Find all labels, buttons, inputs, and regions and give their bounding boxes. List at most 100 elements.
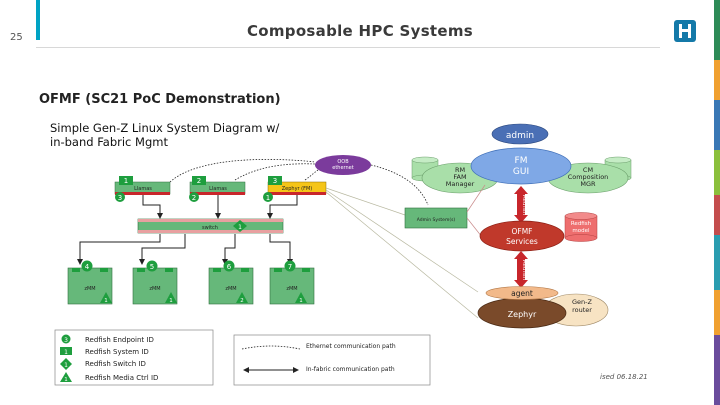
svg-text:1: 1 — [238, 224, 242, 231]
legend-endpoint-symbol: 3 — [61, 334, 71, 344]
system-id-marker: 1 — [119, 176, 133, 185]
title-accent-bar — [36, 0, 40, 40]
svg-text:Redfish: Redfish — [571, 221, 592, 227]
endpoint-id-marker: 7 — [284, 260, 296, 272]
oob-label: OOB — [337, 159, 349, 165]
fm-gui-label-2: GUI — [513, 167, 529, 177]
system-id-marker: 3 — [268, 176, 282, 185]
ofmf-label-1: OFMF — [511, 227, 532, 236]
oob-ethernet-node — [315, 155, 371, 175]
svg-text:7: 7 — [288, 263, 292, 271]
oob-link-admin — [370, 164, 429, 206]
genz-router-label-2: router — [572, 306, 592, 314]
svg-text:Llamas: Llamas — [209, 186, 227, 192]
svg-text:switch: switch — [202, 225, 218, 231]
admin-label: admin — [506, 131, 534, 141]
slide-number: 25 — [10, 32, 23, 43]
media-ctrl-marker: 1 — [165, 292, 177, 304]
svg-text:1: 1 — [169, 298, 173, 304]
cm-label-3: MGR — [580, 180, 596, 188]
switch-id-marker: 1 — [233, 220, 247, 232]
endpoint-id-marker: 2 — [189, 192, 199, 202]
redfish-arrow-top: Redfish — [514, 186, 528, 223]
slide-title: Composable HPC Systems — [246, 22, 474, 40]
zephyr-label: Zephyr — [508, 310, 537, 319]
fm-gui-label-1: FM — [515, 156, 528, 166]
gen-z-switch: switch — [137, 218, 284, 234]
legend-endpoint-label: Redfish Endpoint ID — [85, 336, 154, 344]
fabric-link — [139, 234, 186, 265]
agent-node — [485, 286, 559, 300]
media-ctrl-marker: 1 — [100, 292, 112, 304]
title-divider — [36, 47, 660, 48]
svg-text:3: 3 — [64, 337, 68, 344]
legend-box — [54, 329, 214, 386]
agent-label: agent — [511, 289, 533, 298]
svg-text:Redfish: Redfish — [521, 195, 527, 216]
svg-text:zMM: zMM — [149, 286, 160, 292]
svg-text:zMM: zMM — [286, 286, 297, 292]
fabric-link — [142, 195, 163, 219]
media-ctrl-marker: 1 — [295, 292, 307, 304]
svg-text:Redfish: Redfish — [521, 260, 527, 281]
svg-text:2: 2 — [192, 194, 196, 202]
svg-text:zMM: zMM — [84, 286, 95, 292]
svg-text:model: model — [572, 228, 590, 234]
ethernet-path-label: Ethernet communication path — [306, 343, 396, 350]
cm-label-2: Composition — [568, 173, 609, 181]
diagram-title: Simple Gen-Z Linux System Diagram w/ in-… — [50, 121, 280, 149]
svg-text:4: 4 — [85, 263, 90, 271]
redfish-model-cylinder: Redfish model — [564, 212, 598, 242]
svg-text:1: 1 — [64, 377, 68, 383]
endpoint-id-marker: 3 — [115, 192, 125, 202]
cm-label-1: CM — [583, 166, 593, 174]
zmm-module: zMM — [208, 267, 254, 305]
oob-link-llamas-2 — [234, 163, 316, 181]
svg-text:2: 2 — [240, 298, 244, 304]
svg-text:2: 2 — [197, 177, 201, 185]
svg-text:5: 5 — [150, 263, 154, 271]
admin-node — [491, 123, 549, 145]
oob-link-zephyr — [304, 169, 319, 181]
svg-text:1: 1 — [266, 194, 270, 202]
legend-system-label: Redfish System ID — [85, 348, 149, 356]
ofmf-services-node — [479, 220, 565, 252]
svg-text:Zephyr (FM): Zephyr (FM) — [282, 186, 313, 192]
connector-line — [325, 191, 479, 319]
decorative-color-stripe — [714, 0, 720, 405]
connector-line — [325, 189, 479, 293]
svg-text:6: 6 — [227, 263, 232, 271]
zmm-module: zMM — [269, 267, 315, 305]
svg-text:1: 1 — [64, 349, 68, 356]
legend-media-ctrl-symbol: 1 — [60, 372, 72, 383]
svg-text:1: 1 — [299, 298, 303, 304]
connector-line — [466, 217, 483, 238]
svg-text:3: 3 — [118, 194, 122, 202]
admin-system-label: Admin System(s) — [417, 217, 456, 223]
section-heading: OFMF (SC21 PoC Demonstration) — [39, 92, 281, 107]
endpoint-id-marker: 4 — [81, 260, 93, 272]
path-legend-box — [233, 334, 431, 386]
svg-text:3: 3 — [273, 177, 277, 185]
redfish-arrow-bottom: Redfish — [514, 251, 528, 288]
fabric-link — [267, 195, 298, 219]
oob-label-2: ethernet — [332, 165, 353, 171]
fabric-link — [77, 234, 161, 265]
legend-system-symbol: 1 — [60, 347, 72, 356]
fabric-link — [222, 234, 236, 265]
rm-label-3: Manager — [446, 180, 475, 188]
fabric-path-label: In-fabric communication path — [306, 366, 395, 373]
oob-link-llamas-1 — [169, 159, 316, 183]
svg-text:Llamas: Llamas — [134, 186, 152, 192]
legend-switch-symbol: 1 — [60, 358, 72, 370]
system-id-marker: 2 — [192, 176, 206, 185]
media-ctrl-marker: 2 — [236, 292, 248, 304]
connector-line — [325, 187, 406, 216]
endpoint-id-marker: 6 — [223, 260, 235, 272]
logo-glyph-icon — [679, 24, 691, 38]
fabric-link — [269, 234, 293, 265]
legend-media-ctrl-label: Redfish Media Ctrl ID — [85, 374, 158, 382]
svg-text:1: 1 — [104, 298, 108, 304]
rm-label-2: FAM — [453, 173, 466, 181]
